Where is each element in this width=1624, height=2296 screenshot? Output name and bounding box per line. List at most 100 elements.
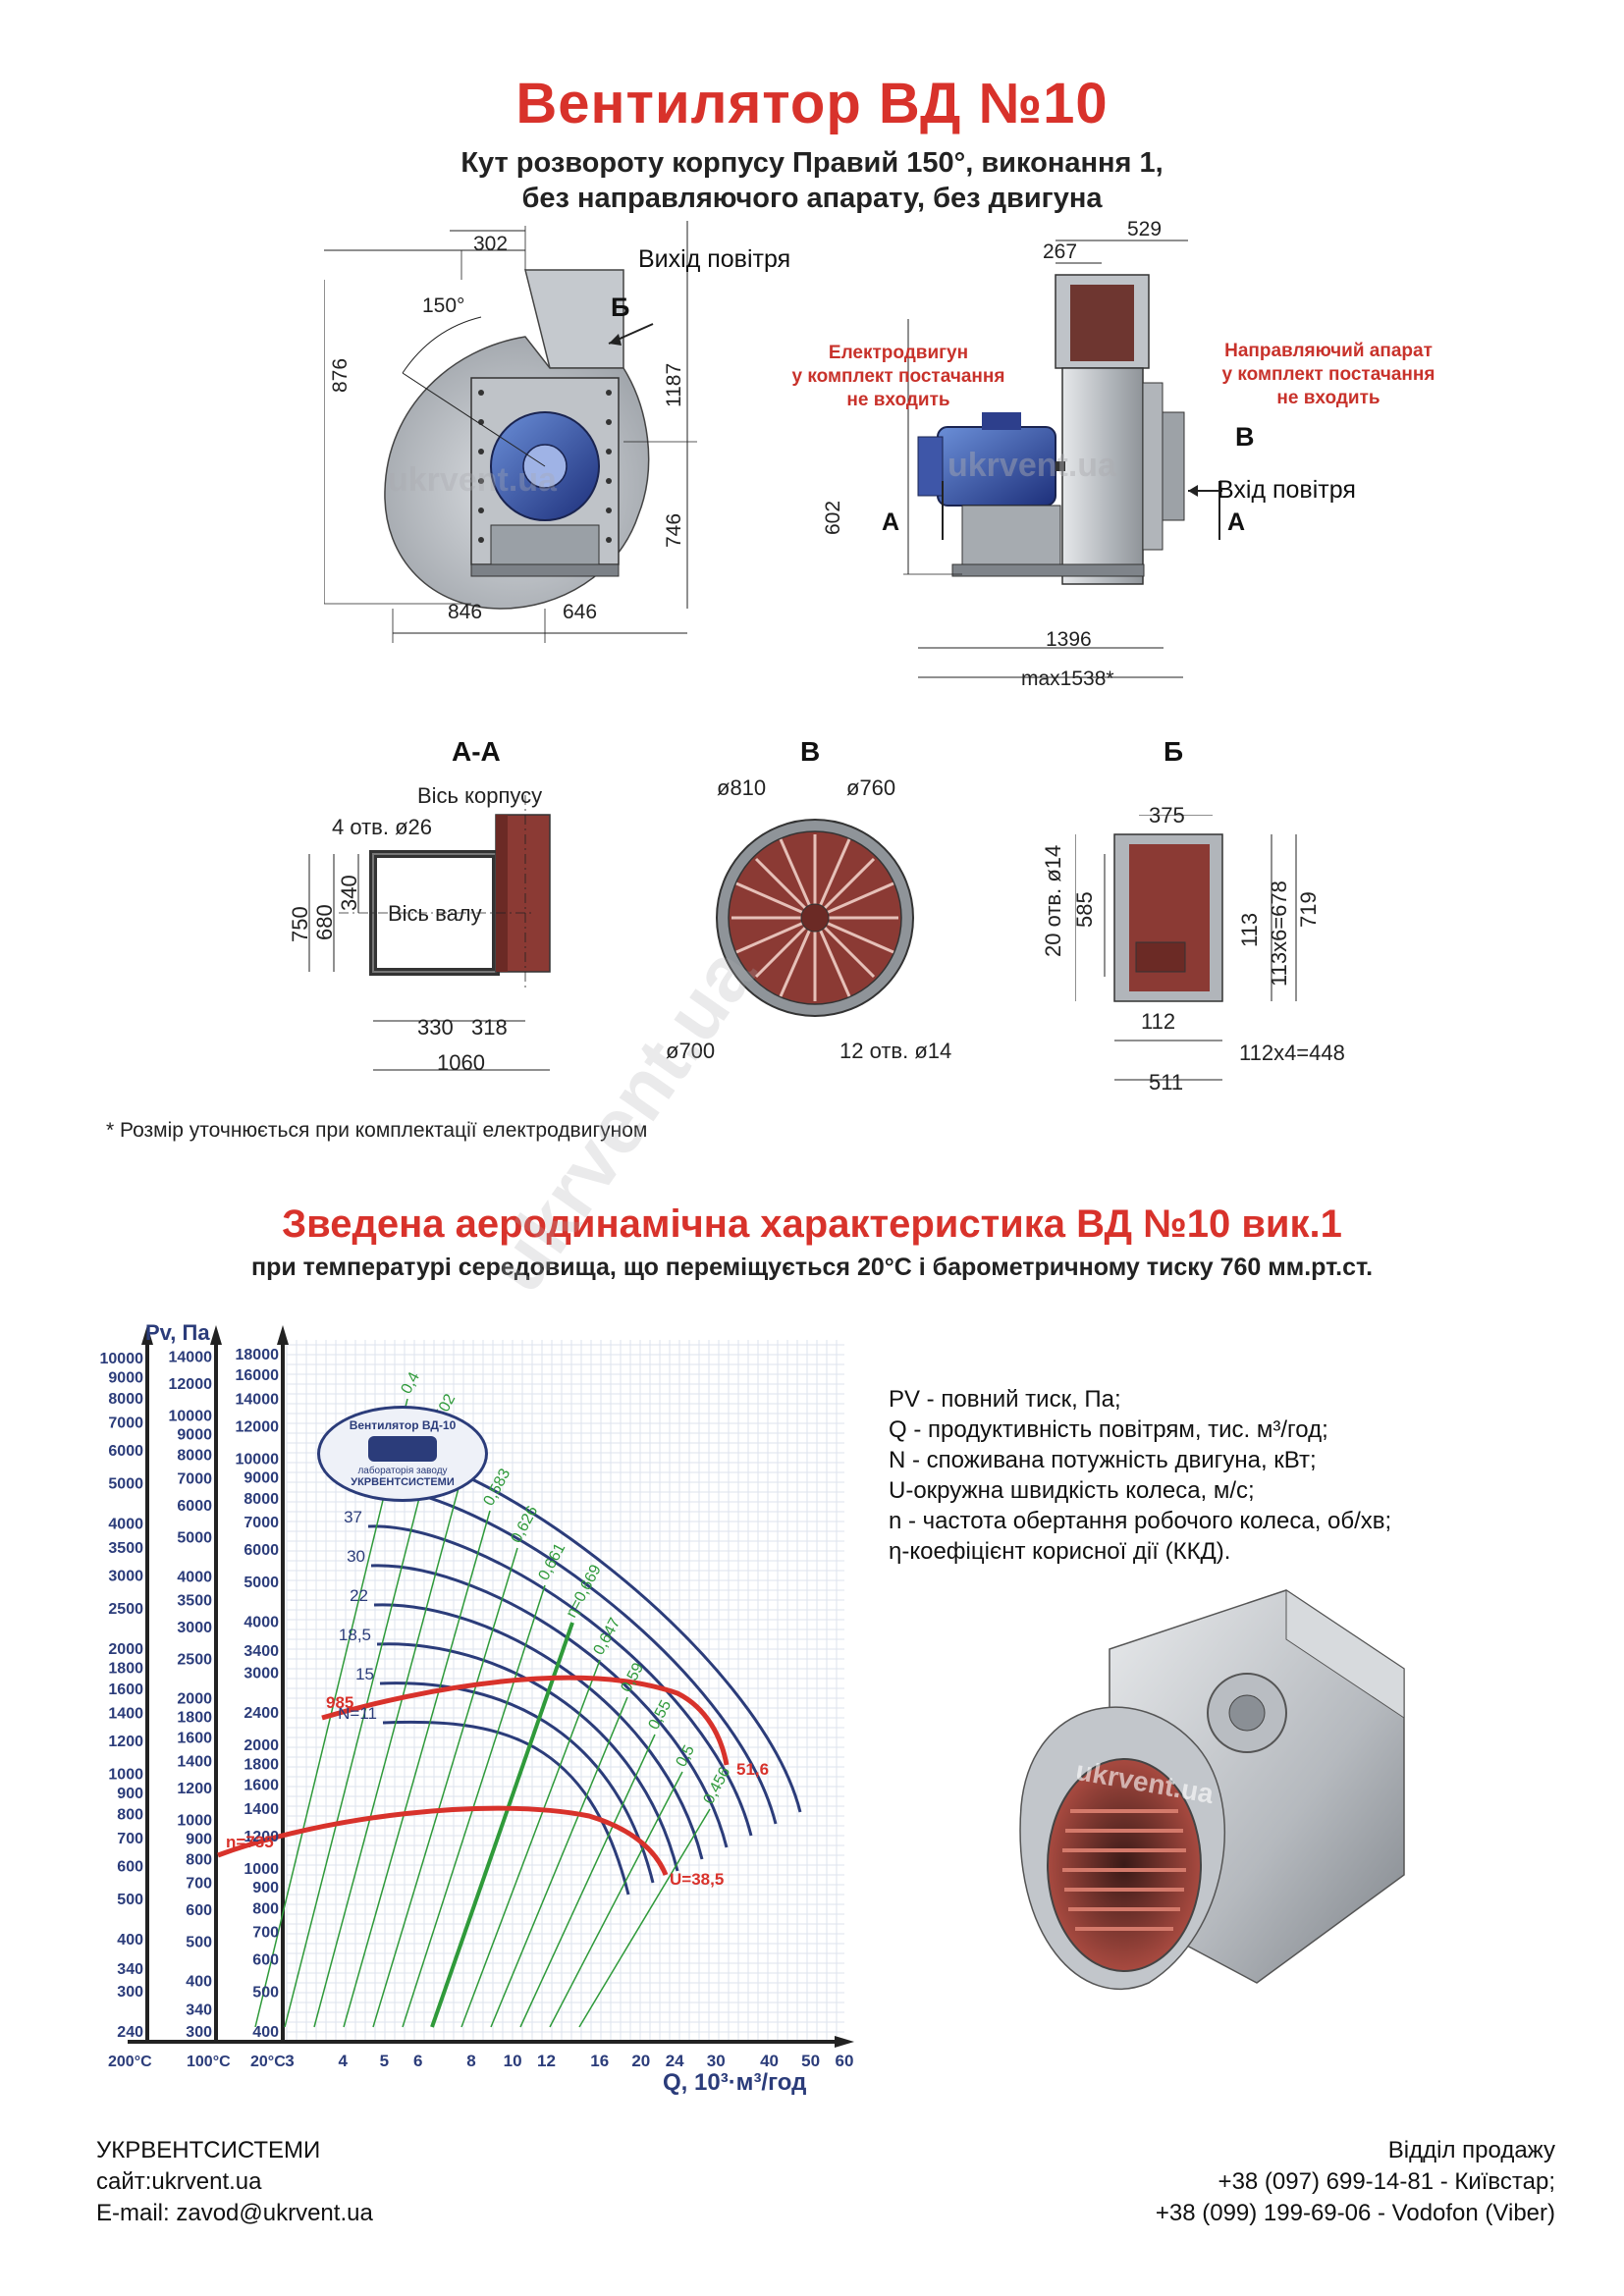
y-tick-200C: 700 [117, 1831, 143, 1847]
y-tick-100C: 300 [186, 2024, 212, 2041]
y-tick-200C: 800 [117, 1807, 143, 1824]
speed-curve-735 [217, 1805, 669, 1876]
y-tick-200C: 1400 [108, 1706, 143, 1723]
y-tick-20C: 2400 [244, 1705, 279, 1722]
dim-318: 318 [471, 1015, 508, 1040]
watermark-front: ukrvent.ua [388, 461, 557, 499]
efficiency-label: 0,626 [509, 1503, 542, 1545]
dim-113x6: 113х6=678 [1267, 881, 1291, 987]
y-tick-100C: 5000 [177, 1530, 212, 1547]
legend-item: N - споживана потужність двигуна, кВт; [889, 1447, 1317, 1473]
efficiency-label: 0,4 [399, 1369, 423, 1397]
y-tick-100C: 1800 [177, 1709, 212, 1726]
d700: ø700 [666, 1039, 716, 1063]
x-tick-label: 20 [631, 2052, 650, 2070]
y-axis-label: Pv, Па [145, 1320, 210, 1345]
y-tick-100C: 900 [186, 1831, 212, 1847]
efficiency-line [519, 1734, 656, 2028]
x-axis-label: Q, 10³·м³/год [663, 2069, 807, 2096]
dim-680: 680 [312, 904, 337, 940]
power-label: N=11 [338, 1704, 377, 1723]
y-tick-100C: 7000 [177, 1470, 212, 1487]
page-title: Вентилятор ВД №10 [515, 72, 1109, 135]
y-tick-100C: 4000 [177, 1570, 212, 1586]
y-tick-20C: 8000 [244, 1491, 279, 1508]
angle-150: 150° [422, 294, 465, 317]
x-tick-label: 3 [285, 2052, 294, 2070]
efficiency-line [490, 1696, 628, 2028]
y-tick-20C: 6000 [244, 1542, 279, 1559]
y-tick-20C: 900 [252, 1880, 279, 1896]
phone-1[interactable]: +38 (097) 699-14-81 - Київстар; [1218, 2168, 1555, 2195]
efficiency-label: 0,647 [591, 1615, 624, 1657]
y-tick-20C: 2000 [244, 1737, 279, 1754]
company-name: УКРВЕНТСИСТЕМИ [96, 2137, 321, 2163]
dim-112: 112 [1141, 1009, 1176, 1034]
efficiency-line [578, 1808, 711, 2028]
y-tick-200C: 2000 [108, 1641, 143, 1658]
section-aa-drawing [308, 795, 551, 1071]
section-a-left: А [882, 508, 900, 536]
front-view-drawing [324, 221, 697, 643]
y-tick-200C: 340 [117, 1961, 143, 1978]
y-tick-100C: 6000 [177, 1498, 212, 1515]
power-curve [367, 1524, 753, 1837]
power-label: 30 [347, 1547, 365, 1566]
site-link[interactable]: сайт:ukrvent.ua [96, 2168, 262, 2195]
y-tick-100C: 1000 [177, 1813, 212, 1830]
view-b-label: Б [611, 293, 630, 322]
y-tick-200C: 7000 [108, 1415, 143, 1432]
x-tick-label: 60 [836, 2052, 854, 2070]
section-a-right: А [1227, 508, 1246, 536]
y-tick-20C: 500 [252, 1985, 279, 2002]
y-tick-20C: 400 [252, 2024, 279, 2041]
dim-1396: 1396 [1046, 628, 1092, 651]
y-tick-20C: 14000 [236, 1391, 280, 1408]
x-tick-label: 4 [339, 2052, 349, 2070]
dim-267: 267 [1043, 240, 1078, 263]
y-tick-20C: 16000 [236, 1367, 280, 1384]
x-tick-label: 24 [666, 2052, 684, 2070]
x-tick-label: 12 [537, 2052, 556, 2070]
y-tick-200C: 1200 [108, 1734, 143, 1750]
speed-curve-985 [321, 1675, 730, 1766]
y-tick-100C: 1200 [177, 1781, 212, 1797]
y-tick-100C: 10000 [169, 1409, 213, 1425]
dim-330: 330 [417, 1015, 454, 1040]
efficiency-line [372, 1547, 518, 2028]
section-b-title: Б [1164, 736, 1184, 767]
dim-750: 750 [288, 906, 312, 942]
power-curve [379, 1682, 655, 1884]
y-tick-100C: 400 [186, 1974, 212, 1991]
y-tick-200C: 9000 [108, 1370, 143, 1387]
y-tick-200C: 2500 [108, 1601, 143, 1618]
legend-item: U-окружна швидкість колеса, м/с; [889, 1477, 1255, 1504]
fan-3d-illustration [1019, 1589, 1405, 1990]
footer-right: Відділ продажу +38 (097) 699-14-81 - Киї… [1156, 2135, 1555, 2229]
email-link[interactable]: E-mail: zavod@ukrvent.ua [96, 2200, 373, 2226]
y-tick-100C: 800 [186, 1851, 212, 1868]
d760: ø760 [846, 775, 896, 800]
phone-2[interactable]: +38 (099) 199-69-06 - Vodofon (Viber) [1155, 2200, 1555, 2226]
y-tick-100C: 700 [186, 1875, 212, 1892]
y-tick-20C: 9000 [244, 1469, 279, 1486]
inlet-label: Вхід повітря [1218, 476, 1356, 504]
housing-side [1061, 367, 1144, 585]
section-b-drawing [1075, 815, 1297, 1081]
y-tick-200C: 5000 [108, 1476, 143, 1493]
speed-label: n=735 [226, 1833, 274, 1851]
y-tick-20C: 5000 [244, 1575, 279, 1591]
y-tick-100C: 3000 [177, 1620, 212, 1636]
y-tick-200C: 600 [117, 1859, 143, 1876]
holes-b: 20 отв. ø14 [1041, 844, 1065, 957]
y-tick-20C: 800 [252, 1900, 279, 1917]
efficiency-line [460, 1659, 601, 2028]
outlet-label: Вихід повітря [638, 245, 791, 273]
watermark-side: ukrvent.ua [947, 447, 1116, 484]
y-tick-20C: 1000 [244, 1861, 279, 1878]
fan-logo-icon [368, 1436, 437, 1462]
speed-label: 985 [326, 1693, 353, 1712]
section-aa-title: А-А [452, 736, 501, 767]
y-tick-20C: 7000 [244, 1515, 279, 1531]
y-tick-200C: 240 [117, 2024, 143, 2041]
